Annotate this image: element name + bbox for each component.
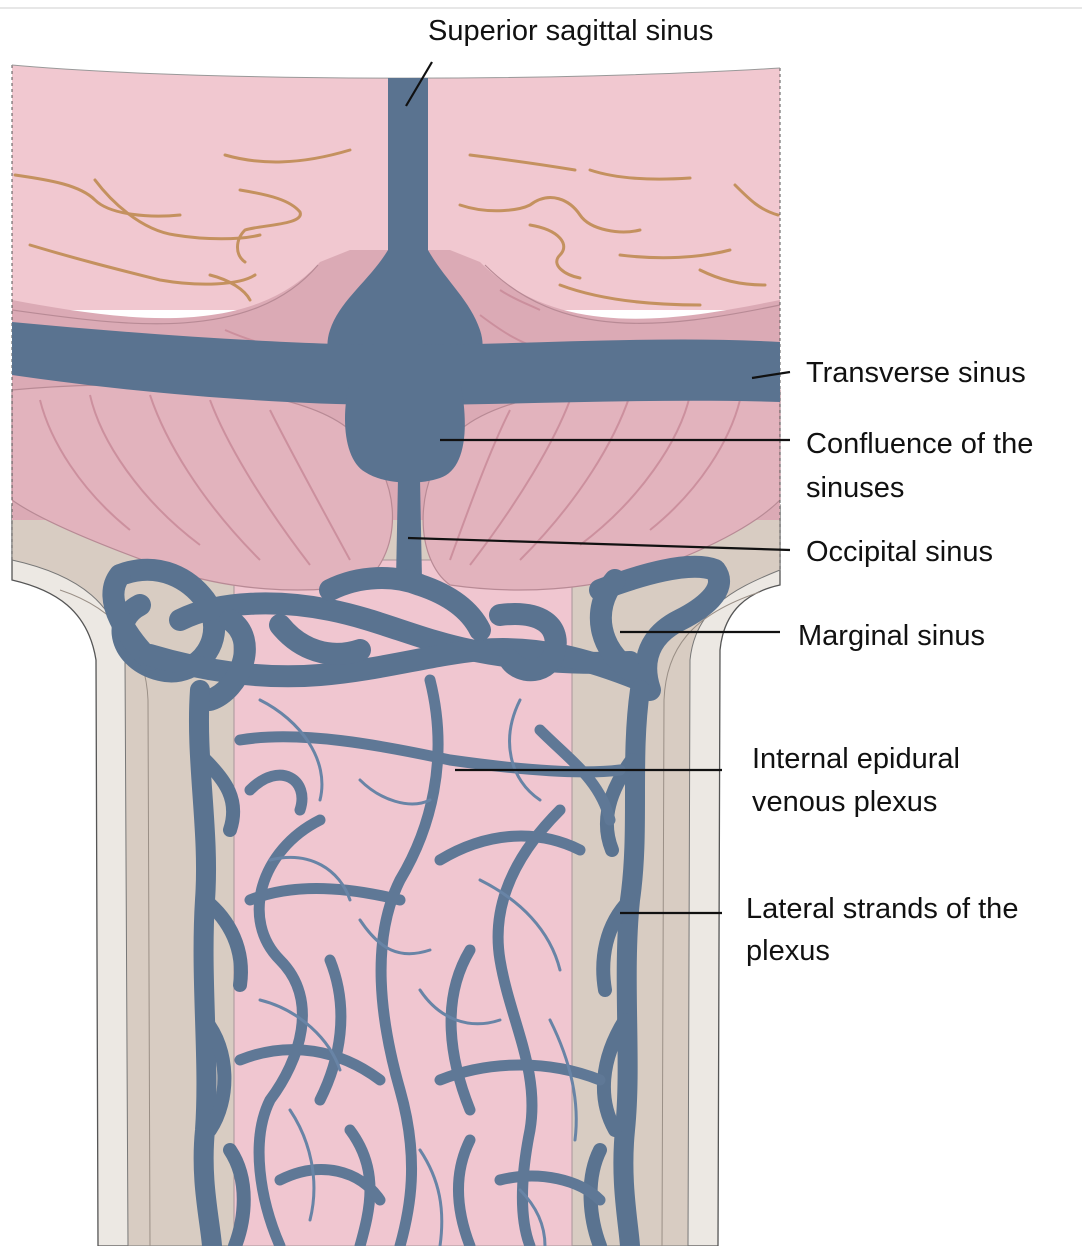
occipital-sinus	[396, 478, 422, 580]
label-internal-epidural-line2: venous plexus	[752, 786, 937, 818]
label-marginal-sinus: Marginal sinus	[798, 620, 985, 652]
label-confluence-line1: Confluence of the	[806, 428, 1033, 460]
label-occipital-sinus: Occipital sinus	[806, 536, 993, 568]
label-confluence-line2: sinuses	[806, 472, 904, 504]
label-superior-sagittal-sinus: Superior sagittal sinus	[428, 15, 713, 47]
label-transverse-sinus: Transverse sinus	[806, 357, 1026, 389]
label-lateral-strands-line2: plexus	[746, 935, 830, 967]
label-lateral-strands-line1: Lateral strands of the	[746, 893, 1018, 925]
label-internal-epidural-line1: Internal epidural	[752, 743, 960, 775]
confluence-of-sinuses	[345, 380, 465, 483]
